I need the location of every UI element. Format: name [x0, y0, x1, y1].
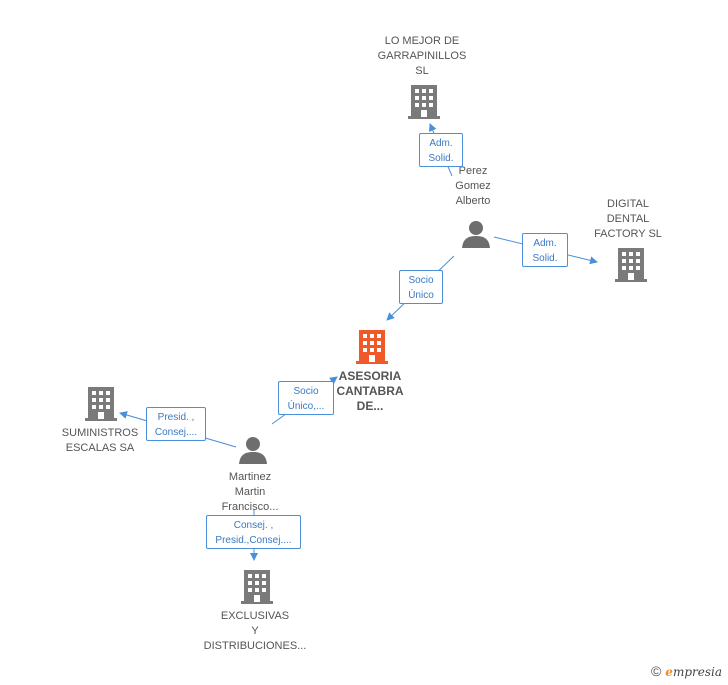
edge-label-martinez-exclusivas[interactable]: Consej. , Presid.,Consej.... [206, 515, 301, 549]
brand-e: e [665, 665, 673, 679]
copyright-symbol: © [650, 663, 662, 679]
node-label: EXCLUSIVAS Y DISTRIBUCIONES... [203, 610, 307, 652]
node-label: DIGITAL DENTAL FACTORY SL [594, 198, 662, 240]
building-icon[interactable] [408, 85, 440, 119]
node-label: Perez Gomez Alberto [455, 165, 491, 207]
edge-label-perez-digital[interactable]: Adm. Solid. [522, 233, 568, 267]
focus-building-icon[interactable] [356, 330, 388, 364]
node-suministros-escalas[interactable]: SUMINISTROS ESCALAS SA [50, 426, 150, 456]
node-exclusivas-distribuciones[interactable]: EXCLUSIVAS Y DISTRIBUCIONES... [195, 609, 315, 654]
brand-name: mpresia [672, 665, 722, 679]
node-digital-dental-factory[interactable]: DIGITAL DENTAL FACTORY SL [588, 197, 668, 242]
person-icon[interactable] [238, 436, 268, 464]
edge-label-perez-asesoria[interactable]: Socio Único [399, 270, 443, 304]
building-icon[interactable] [241, 570, 273, 604]
node-label: SUMINISTROS ESCALAS SA [61, 427, 139, 454]
edge-label-martinez-asesoria[interactable]: Socio Único,... [278, 381, 334, 415]
building-icon[interactable] [615, 248, 647, 282]
node-perez-gomez-alberto[interactable]: Perez Gomez Alberto [433, 164, 513, 209]
node-label: Martinez Martin Francisco... [221, 471, 279, 513]
node-asesoria-cantabra[interactable]: ASESORIA CANTABRA DE... [330, 369, 410, 414]
building-icon[interactable] [85, 387, 117, 421]
edge-label-perez-lomejor[interactable]: Adm. Solid. [419, 133, 463, 167]
node-lo-mejor-garrapinillos[interactable]: LO MEJOR DE GARRAPINILLOS SL [361, 34, 483, 79]
empresia-logo: ©empresia [651, 663, 722, 679]
node-label: LO MEJOR DE GARRAPINILLOS SL [377, 35, 467, 77]
node-martinez-martin-francisco[interactable]: Martinez Martin Francisco... [205, 470, 295, 515]
person-icon[interactable] [461, 220, 491, 248]
edge-label-martinez-suministros[interactable]: Presid. , Consej.... [146, 407, 206, 441]
node-label: ASESORIA CANTABRA DE... [336, 369, 404, 413]
